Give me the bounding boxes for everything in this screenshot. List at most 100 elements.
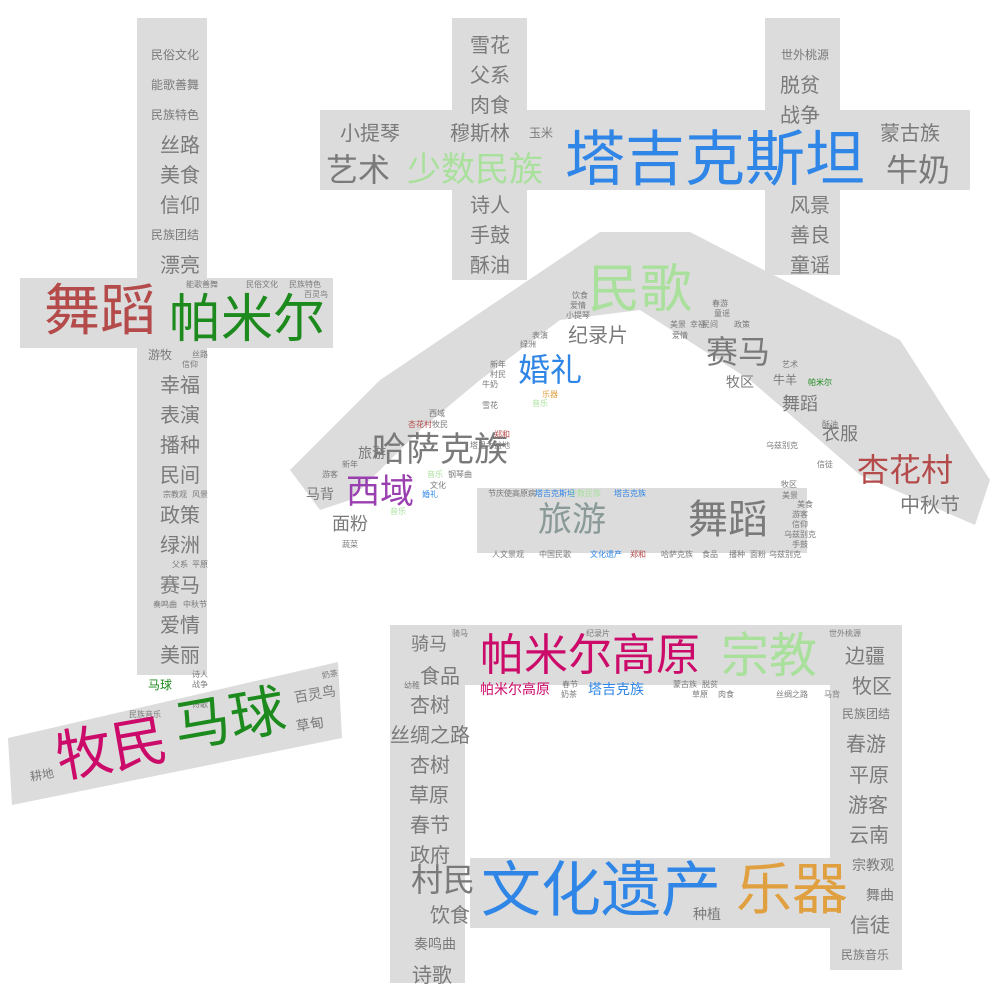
word-99: 酥油	[822, 420, 838, 429]
word-111: 面粉	[332, 514, 368, 535]
word-18: 善良	[790, 223, 830, 247]
word-22: 民族特色	[150, 108, 200, 122]
word-178: 诗歌	[412, 963, 452, 987]
word-23: 丝路	[160, 133, 200, 157]
word-147: 帕米尔高原	[480, 682, 550, 698]
word-104: 钢琴曲	[448, 470, 472, 479]
word-41: 宗教观	[163, 490, 187, 499]
word-11: 诗人	[470, 193, 510, 217]
word-85: 帕米尔	[808, 378, 832, 387]
word-31: 民族特色	[289, 280, 321, 289]
word-157: 马背	[824, 690, 840, 699]
word-123: 美食	[797, 500, 813, 509]
word-73: 爱情	[672, 331, 688, 340]
word-68: 童谣	[714, 309, 730, 318]
word-120: 旅游	[538, 500, 606, 540]
word-67: 春游	[712, 299, 728, 308]
word-87: 音乐	[532, 399, 548, 408]
word-54: 战争	[192, 680, 208, 689]
word-105: 文化	[430, 481, 446, 490]
word-161: 杏树	[410, 753, 450, 777]
word-53: 马球	[147, 678, 173, 692]
word-45: 父系	[172, 560, 188, 569]
word-139: 纪录片	[586, 629, 610, 638]
word-58: 民族音乐	[129, 710, 161, 719]
word-4: 小提琴	[340, 121, 400, 145]
word-117: 塔吉克斯坦	[535, 489, 575, 498]
word-151: 蒙古族	[673, 680, 697, 689]
word-144: 食品	[420, 664, 460, 688]
word-114: 蔬菜	[342, 540, 358, 549]
word-84: 牛羊	[772, 373, 798, 387]
word-101: 游客	[322, 470, 338, 479]
word-176: 奏鸣曲	[414, 937, 456, 953]
word-174: 种植	[693, 907, 721, 923]
word-49: 中秋节	[183, 600, 207, 609]
word-36: 信仰	[182, 360, 198, 369]
word-80: 村民	[490, 370, 506, 379]
word-92: 舞蹈	[782, 394, 818, 415]
word-136: 乌兹别克	[769, 550, 801, 559]
word-116: 高原病	[512, 489, 536, 498]
word-39: 播种	[160, 433, 200, 457]
word-134: 播种	[729, 550, 745, 559]
word-160: 春游	[846, 732, 886, 756]
word-154: 民族团结	[841, 707, 891, 721]
word-91: 牧民	[432, 420, 448, 429]
word-124: 游客	[792, 510, 808, 519]
character-silhouette	[8, 18, 990, 983]
word-113: 婚礼	[422, 490, 438, 499]
word-119: 塔吉克族	[614, 489, 646, 498]
word-38: 表演	[160, 403, 200, 427]
word-132: 哈萨克族	[661, 550, 693, 559]
word-109: 中秋节	[900, 493, 960, 517]
word-98: 乌兹别克	[766, 441, 798, 450]
word-146: 幼稚	[404, 681, 420, 690]
word-48: 奏鸣曲	[153, 600, 177, 609]
word-72: 表演	[532, 331, 548, 340]
word-106: 杏花村	[856, 451, 954, 489]
word-137: 骑马	[411, 634, 447, 655]
word-0: 塔吉克斯坦	[565, 125, 865, 195]
word-156: 丝绸之路	[776, 690, 808, 699]
word-148: 春节	[562, 680, 578, 689]
word-28: 舞蹈	[44, 279, 156, 344]
word-140: 世外桃源	[829, 629, 861, 638]
word-52: 诗人	[192, 670, 208, 679]
word-81: 牛奶	[482, 380, 498, 389]
word-141: 帕米尔高原	[480, 630, 700, 681]
word-89: 西域	[429, 409, 445, 418]
word-29: 帕米尔	[168, 290, 326, 350]
word-126: 乌兹别克	[784, 530, 816, 539]
word-162: 平原	[849, 763, 889, 787]
word-94: 郑和	[494, 430, 510, 439]
word-69: 美景	[670, 320, 686, 329]
word-30: 民俗文化	[246, 280, 278, 289]
word-76: 绿洲	[520, 340, 536, 349]
word-34: 游牧	[147, 348, 173, 362]
word-47: 赛马	[160, 573, 200, 597]
word-74: 民间	[702, 320, 718, 329]
word-107: 西域	[346, 472, 414, 512]
word-2: 艺术	[325, 151, 391, 189]
word-103: 音乐	[427, 470, 443, 479]
word-79: 新年	[490, 360, 506, 369]
word-10: 肉食	[470, 93, 510, 117]
word-138: 骑马	[452, 629, 468, 638]
word-110: 马背	[306, 487, 334, 503]
word-112: 音乐	[390, 507, 406, 516]
word-3: 牛奶	[885, 151, 951, 189]
word-83: 牧区	[726, 375, 754, 391]
word-115: 节庆使	[488, 489, 512, 498]
word-97: 衣服	[822, 424, 858, 445]
word-102: 新年	[342, 460, 358, 469]
word-24: 美食	[160, 163, 200, 187]
word-125: 信仰	[792, 520, 808, 529]
word-19: 童谣	[790, 253, 830, 277]
word-152: 脱贫	[702, 680, 718, 689]
word-57: 诗歌	[192, 700, 208, 709]
word-158: 丝绸之路	[390, 723, 470, 747]
word-26: 民族团结	[150, 228, 200, 242]
word-173: 饮食	[430, 903, 470, 927]
